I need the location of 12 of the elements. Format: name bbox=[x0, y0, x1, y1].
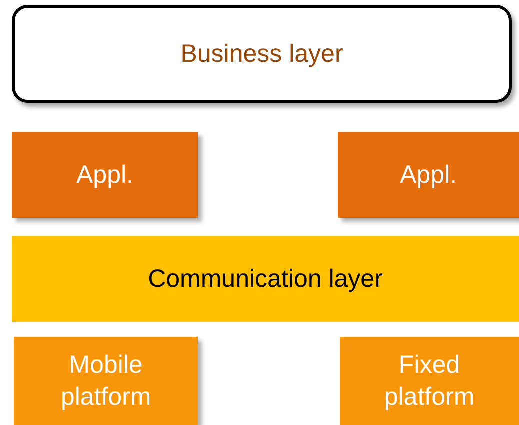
application-label: Appl. bbox=[76, 160, 134, 191]
layer-box bbox=[12, 5, 512, 103]
platform-label: Mobile platform bbox=[60, 350, 152, 413]
application-box bbox=[338, 132, 519, 218]
application-box bbox=[12, 132, 198, 218]
layer-box bbox=[12, 236, 519, 322]
platform-label: Fixed platform bbox=[383, 350, 476, 413]
layer-label: Business layer bbox=[180, 38, 344, 70]
platform-box bbox=[14, 337, 198, 425]
layer-label: Communication layer bbox=[148, 264, 383, 295]
platform-box bbox=[340, 337, 519, 425]
application-label: Appl. bbox=[400, 160, 457, 191]
